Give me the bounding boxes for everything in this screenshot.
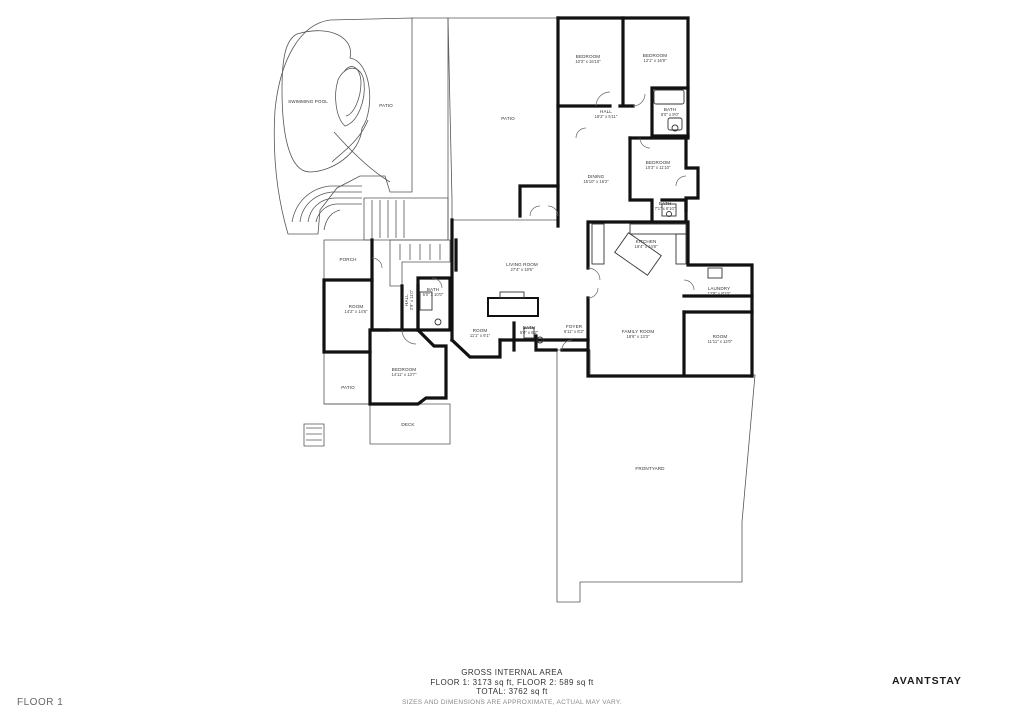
brand-logo: AVANTSTAY [892,675,962,687]
room-name: PORCH [339,257,356,262]
room-name: BEDROOM [646,160,671,165]
outdoor-outlines [273,17,756,603]
area-title: GROSS INTERNAL AREA [461,668,563,677]
room-dim: 14'2" x 14'8" [345,309,368,314]
floor-label: FLOOR 1 [17,697,64,708]
room-dim: 2'9" x 11'0" [409,289,414,310]
room-dim: 12'8" x 8'10" [708,291,731,296]
area-floors: FLOOR 1: 3173 sq ft, FLOOR 2: 589 sq ft [430,677,594,687]
room-name: FRONTYARD [635,466,665,471]
room-name: ROOM [713,334,728,339]
room-name: PATIO [379,103,393,108]
room-dim: 5'0" x 10'0" [423,292,444,297]
room-name: FAMILY ROOM [622,329,655,334]
room-name: BATH [523,325,535,330]
room-dim: 10'3" x 11'10" [646,165,671,170]
room-name: BATH [659,201,671,206]
room-name: PATIO [501,116,515,121]
room-name: BEDROOM [576,54,601,59]
room-dim: 27'4" x 19'5" [511,267,534,272]
room-dim: 18'2" x 5'11" [595,114,618,119]
disclaimer: SIZES AND DIMENSIONS ARE APPROXIMATE, AC… [402,698,622,706]
room-name: KITCHEN [636,239,657,244]
room-dim: 14'11" x 13'7" [392,372,417,377]
room-dim: 10'3" x 16'10" [575,59,601,64]
area-summary: GROSS INTERNAL AREA FLOOR 1: 3173 sq ft,… [372,668,652,707]
room-name: LIVING ROOM [506,262,538,267]
room-name: BATH [664,107,676,112]
room-name: PATIO [341,385,355,390]
room-name: BEDROOM [392,367,417,372]
fixtures [419,89,723,344]
room-dim: 6'0" x 9'0" [661,112,680,117]
room-dim: 11'11" x 12'0" [708,339,733,344]
room-name: DINING [588,174,605,179]
room-name: LAUNDRY [708,286,731,291]
room-name: SWIMMING POOL [288,99,328,104]
doors [371,91,695,351]
room-dim: 15'10" x 16'2" [583,179,609,184]
room-name: ROOM [473,328,488,333]
room-name: HALL [404,294,409,306]
room-name: ROOM [349,304,364,309]
room-name: DECK [401,422,415,427]
room-name: HALL [600,109,612,114]
room-name: FOYER [566,324,583,329]
room-name: BEDROOM [643,53,668,58]
room-dim: 16'4" x 14'8" [635,244,658,249]
room-dim: 7'1" x 8'10" [655,206,676,211]
room-name: BATH [427,287,439,292]
room-dim: 12'1" x 16'9" [644,58,667,63]
room-dim: 11'1" x 6'1" [470,333,491,338]
room-labels: BEDROOM 10'3" x 16'10" BEDROOM 12'1" x 1… [288,53,733,471]
room-dim: 6'11" x 6'2" [564,329,585,334]
room-dim: 18'6" x 13'3" [627,334,650,339]
area-total: TOTAL: 3762 sq ft [476,687,548,696]
walls [322,16,754,406]
room-dim: 5'0" x 6'2" [520,330,539,335]
